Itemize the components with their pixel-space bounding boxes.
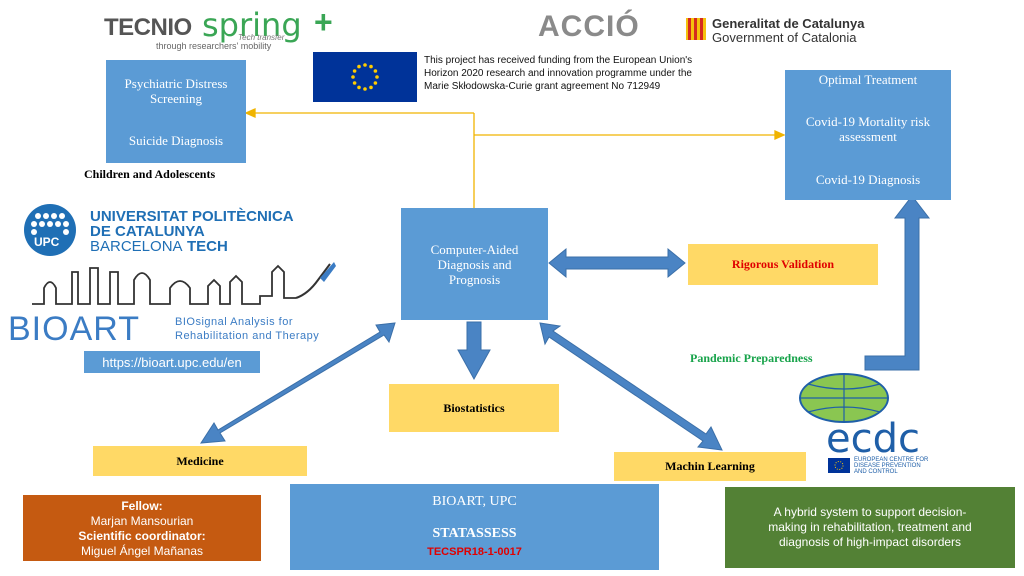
- arrow-biostatistics: [457, 321, 491, 381]
- arrow-pandemic: [864, 195, 931, 371]
- psychiatric-label: Psychiatric Distress Screening: [124, 76, 228, 106]
- eu-funding-text: This project has received funding from t…: [424, 55, 693, 92]
- arrow-machine-learning: [539, 322, 723, 451]
- coordinator-name: Miguel Ángel Mañanas: [80, 544, 204, 558]
- bioart-url-link[interactable]: https://bioart.upc.edu/en: [84, 351, 260, 373]
- ecdc-text: ecdc: [826, 416, 920, 462]
- bioart-logo-text: BIOART: [8, 310, 140, 348]
- psychiatric-box: Psychiatric Distress Screening Suicide D…: [106, 60, 246, 163]
- covid-box: Optimal Treatment Covid-19 Mortality ris…: [785, 70, 951, 200]
- covid-diagnosis-label: Covid-19 Diagnosis: [815, 172, 921, 187]
- double-arrow-validation: [548, 247, 686, 279]
- ecdc-desc3: AND CONTROL: [854, 469, 898, 475]
- suicide-label: Suicide Diagnosis: [128, 133, 224, 148]
- upc-short: UPC: [34, 235, 60, 249]
- project-name: STATASSESS: [432, 526, 517, 541]
- generalitat-text: Generalitat de Catalunya: [712, 16, 865, 31]
- ecdc-desc1: EUROPEAN CENTRE FOR: [854, 457, 929, 463]
- generalitat-logo: Generalitat de Catalunya Government of C…: [686, 16, 916, 45]
- accio-logo: ACCIÓ: [538, 10, 640, 43]
- senyera-icon: [686, 18, 706, 40]
- pandemic-label: Pandemic Preparedness: [690, 351, 813, 365]
- machine-learning-label: Machin Learning: [665, 459, 755, 473]
- coordinator-label: Scientific coordinator:: [78, 529, 206, 543]
- upc-line2: DE CATALUNYA: [90, 223, 205, 240]
- mobility-text: through researchers' mobility: [156, 41, 272, 51]
- project-group: BIOART, UPC: [432, 494, 517, 509]
- upc-line1: UNIVERSITAT POLITÈCNICA: [90, 208, 294, 225]
- bioart-desc2: Rehabilitation and Therapy: [175, 330, 320, 342]
- upc-logo: UPC UNIVERSITAT POLITÈCNICA DE CATALUNYA…: [18, 204, 308, 256]
- connector-right-arrowhead: [774, 129, 786, 141]
- medicine-box: Medicine: [93, 446, 307, 476]
- tecnio-text: TECNIO: [104, 14, 192, 41]
- rigorous-validation-box: Rigorous Validation: [688, 244, 878, 285]
- connector-left-arrowhead: [244, 107, 256, 119]
- tecnio-spring-logo: TECNIO spring + Tech transfer through re…: [104, 4, 344, 52]
- cad-box: Computer-Aided Diagnosis and Prognosis: [401, 208, 548, 320]
- upc-emblem: UPC: [18, 204, 82, 256]
- ecdc-desc2: DISEASE PREVENTION: [854, 463, 921, 469]
- optimal-treatment-label: Optimal Treatment: [818, 72, 918, 87]
- arrow-medicine: [200, 322, 396, 444]
- spring-plus: +: [314, 4, 333, 40]
- ecdc-logo: ecdc EUROPEAN CENTRE FOR DISEASE PREVENT…: [798, 372, 958, 476]
- biostatistics-label: Biostatistics: [443, 400, 505, 415]
- bioart-skyline-icon: [32, 262, 336, 305]
- connector-lines: [244, 107, 786, 210]
- government-text: Government of Catalonia: [712, 30, 857, 45]
- project-code: TECSPR18-1-0017: [427, 546, 522, 558]
- tech-transfer-text: Tech transfer: [238, 33, 285, 42]
- machine-learning-box: Machin Learning: [614, 452, 806, 481]
- upc-line3a: BARCELONA: [90, 238, 183, 255]
- fellow-box: Fellow: Marjan Mansourian Scientific coo…: [23, 495, 261, 561]
- globe-icon: [799, 373, 889, 423]
- biostatistics-box: Biostatistics: [389, 384, 559, 432]
- spring-text: spring: [202, 6, 302, 44]
- ecdc-eu-flag-icon: [828, 458, 850, 473]
- covid-mortality-label: Covid-19 Mortality risk assessment: [805, 114, 931, 144]
- medicine-label: Medicine: [176, 453, 224, 468]
- upc-emblem-icon: [24, 204, 76, 256]
- fellow-name: Marjan Mansourian: [90, 514, 194, 528]
- fellow-label: Fellow:: [121, 499, 163, 513]
- bioart-desc1: BIOsignal Analysis for: [175, 316, 293, 328]
- upc-line3b: TECH: [187, 238, 228, 255]
- project-box: BIOART, UPC STATASSESS TECSPR18-1-0017: [290, 484, 659, 570]
- eu-flag-icon: [313, 52, 417, 102]
- children-label: Children and Adolescents: [84, 167, 216, 181]
- hybrid-system-box: A hybrid system to support decision-maki…: [725, 487, 1015, 568]
- cad-label: Computer-Aided Diagnosis and Prognosis: [430, 241, 519, 287]
- rigorous-label: Rigorous Validation: [731, 257, 835, 271]
- hybrid-system-label: A hybrid system to support decision-maki…: [768, 505, 972, 549]
